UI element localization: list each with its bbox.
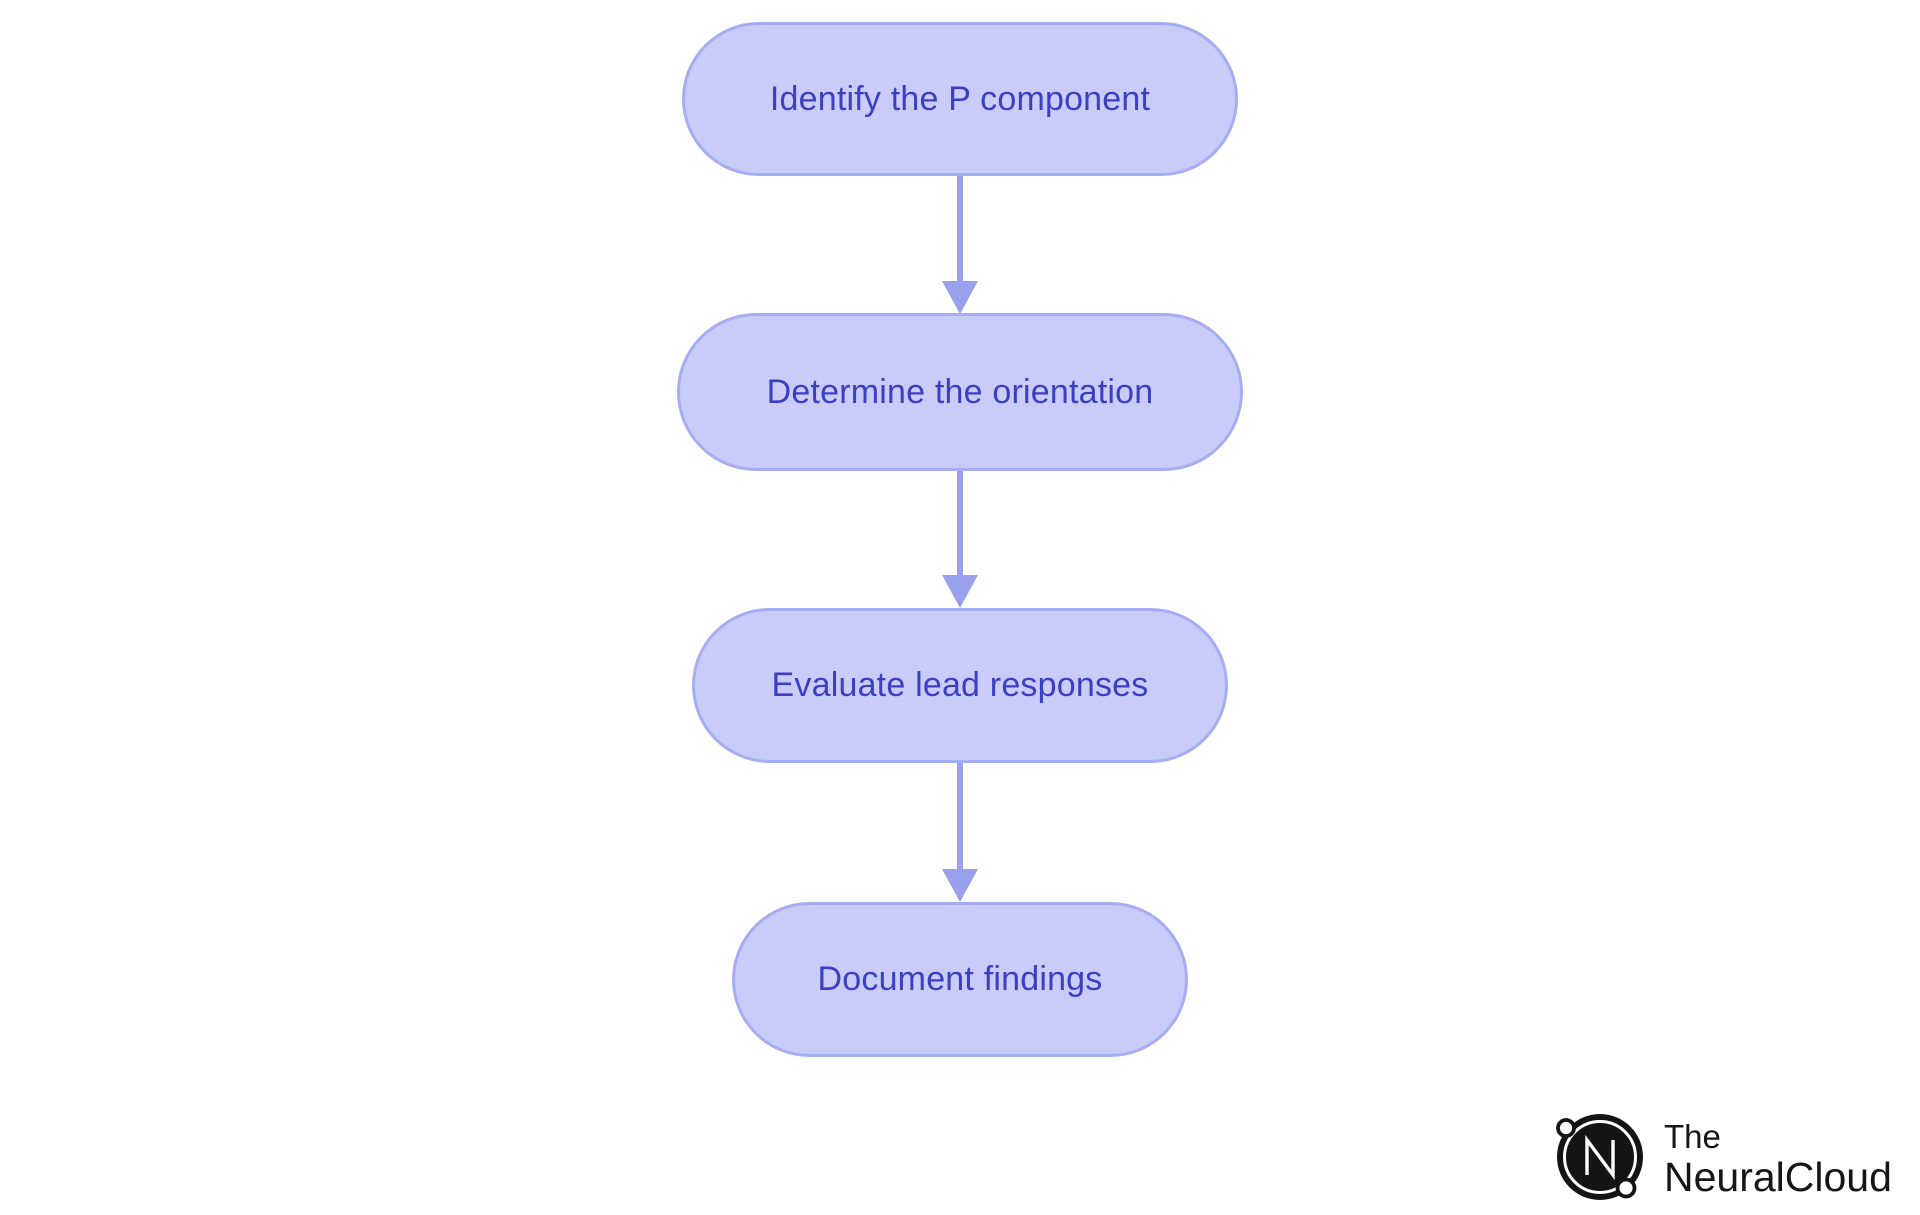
brand-line-neuralcloud: NeuralCloud xyxy=(1664,1153,1892,1200)
flow-node-label: Identify the P component xyxy=(769,79,1151,118)
flow-node: Document findings xyxy=(732,902,1188,1057)
arrow-down-icon xyxy=(942,869,978,902)
flow-node-label: Document findings xyxy=(817,960,1103,998)
arrow-line xyxy=(957,471,963,575)
brand-text: The NeuralCloud xyxy=(1664,1106,1892,1201)
arrow-line xyxy=(957,763,963,869)
flow-node-label: Determine the orientation xyxy=(766,372,1154,411)
arrow-down-icon xyxy=(942,575,978,608)
arrow-line xyxy=(957,176,963,281)
arrow-down-icon xyxy=(942,281,978,314)
flow-node: Identify the P component xyxy=(682,22,1238,176)
neuralcloud-logo-icon xyxy=(1556,1114,1643,1200)
brand-logo: The NeuralCloud xyxy=(1552,1106,1892,1204)
flow-node: Determine the orientation xyxy=(677,313,1243,471)
flow-node-label: Evaluate lead responses xyxy=(771,666,1149,704)
brand-line-the: The xyxy=(1664,1118,1721,1155)
flow-node: Evaluate lead responses xyxy=(692,608,1228,763)
